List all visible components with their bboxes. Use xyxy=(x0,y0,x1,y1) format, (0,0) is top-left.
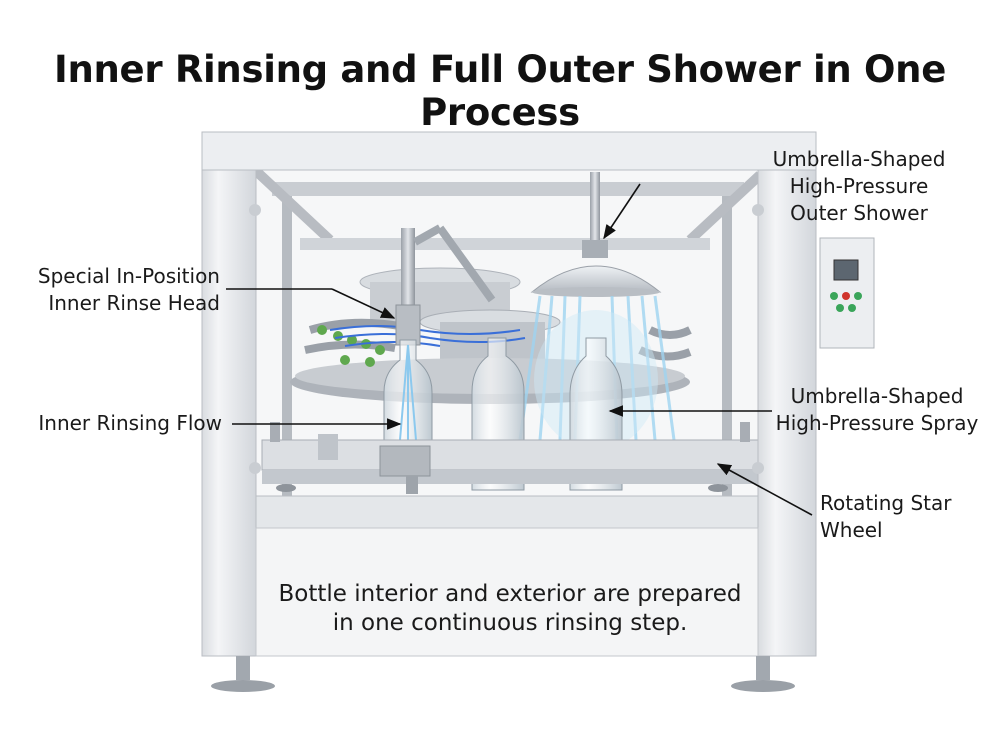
machine-frame xyxy=(201,131,817,657)
label-inner-rinsing-flow-line1: Inner Rinsing Flow xyxy=(38,411,222,435)
gripper-arms xyxy=(304,318,692,367)
bottle-left xyxy=(383,339,433,443)
machine-feet xyxy=(211,656,795,692)
label-outer-shower: Umbrella-Shaped High-Pressure Outer Show… xyxy=(764,146,954,227)
label-star-wheel: Rotating Star Wheel xyxy=(820,490,990,544)
caption-line2: in one continuous rinsing step. xyxy=(332,610,688,636)
label-star-wheel-line1: Rotating Star xyxy=(820,491,952,515)
label-outer-shower-line3: Outer Shower xyxy=(790,201,928,225)
label-outer-shower-line1: Umbrella-Shaped xyxy=(772,147,946,171)
label-star-wheel-line2: Wheel xyxy=(820,518,883,542)
arrow-outer-shower xyxy=(603,183,641,240)
arrow-star-wheel xyxy=(716,463,813,516)
label-inner-rinsing-flow: Inner Rinsing Flow xyxy=(20,410,222,437)
label-inner-rinse-head-line2: Inner Rinse Head xyxy=(48,291,220,315)
label-spray-line2: High-Pressure Spray xyxy=(775,411,979,435)
rinse-head-assembly xyxy=(395,224,496,346)
caption-line1: Bottle interior and exterior are prepare… xyxy=(278,581,742,607)
label-inner-rinse-head-line1: Special In-Position xyxy=(37,264,220,288)
umbrella-shower xyxy=(530,172,662,297)
label-outer-shower-line2: High-Pressure xyxy=(789,174,929,198)
label-spray-line1: Umbrella-Shaped xyxy=(790,384,964,408)
label-inner-rinse-head: Special In-Position Inner Rinse Head xyxy=(20,263,220,317)
control-panel xyxy=(819,237,875,349)
caption: Bottle interior and exterior are prepare… xyxy=(240,580,780,638)
label-spray: Umbrella-Shaped High-Pressure Spray xyxy=(774,383,980,437)
arrow-inner-rinse-head-diag xyxy=(331,288,396,319)
diagram-title: Inner Rinsing and Full Outer Shower in O… xyxy=(53,48,946,134)
callout-arrows xyxy=(226,183,813,516)
